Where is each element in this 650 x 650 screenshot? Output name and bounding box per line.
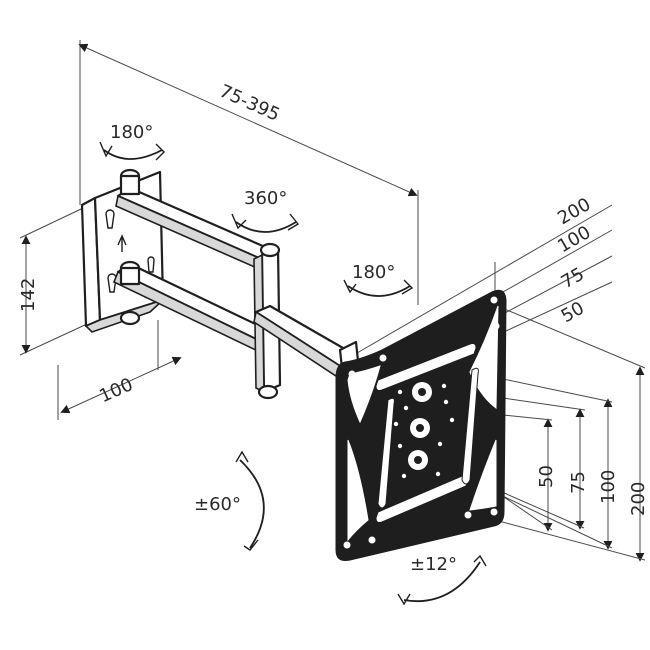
label-vesa-v-75: 75 (568, 471, 589, 494)
label-wall-pivot: 180° (110, 122, 153, 143)
label-wall-plate-width: 100 (96, 374, 136, 407)
label-vesa-v-50: 50 (536, 465, 557, 488)
label-arm-extension: 75-395 (216, 81, 283, 126)
label-wall-plate-height: 142 (18, 278, 39, 312)
vesa-head-plate (335, 289, 507, 561)
label-vesa-h-75: 75 (558, 264, 588, 294)
label-vesa-v-100: 100 (598, 470, 619, 504)
label-tilt: ±12° (410, 554, 457, 575)
label-middle-pivot: 360° (244, 188, 287, 209)
label-head-pivot: 180° (352, 262, 395, 283)
label-swivel: ±60° (194, 494, 241, 515)
rotation-arcs (99, 141, 487, 606)
label-vesa-h-200: 200 (554, 194, 594, 229)
label-vesa-v-200: 200 (628, 482, 649, 516)
label-vesa-h-50: 50 (558, 298, 588, 328)
rotation-labels: 180° 360° 180° ±60° ±12° (110, 122, 457, 575)
articulating-arms (112, 168, 362, 400)
